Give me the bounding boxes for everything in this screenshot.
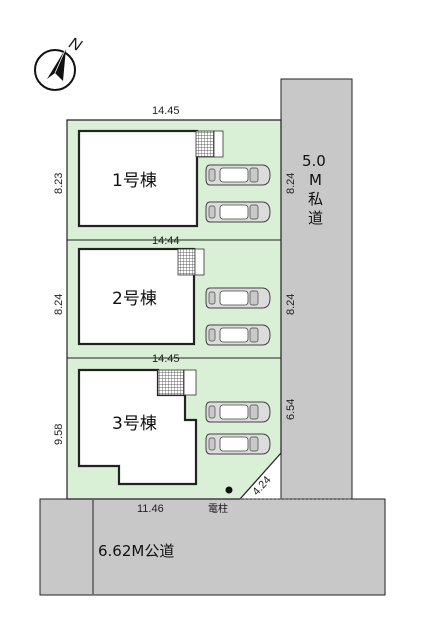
dim-divider-2-3: 14.45 <box>152 353 180 365</box>
dim-bottom-width: 11.46 <box>137 503 164 515</box>
stair-3-step <box>183 369 197 396</box>
building-2 <box>77 247 196 346</box>
stair-3 <box>157 369 185 396</box>
dim-divider-1-2: 14:44 <box>152 235 180 247</box>
dim-lot1-height: 8.23 <box>53 173 65 194</box>
private-road-unit: M <box>309 171 322 189</box>
dim-lot3-right: 6.54 <box>285 399 297 420</box>
utility-pole-marker <box>225 486 233 494</box>
utility-pole-label: 電柱 <box>208 502 228 515</box>
stair-1 <box>195 130 215 158</box>
car-icon <box>205 433 271 455</box>
car-icon <box>205 401 271 423</box>
stair-2 <box>177 248 196 276</box>
building-2-label: 2号棟 <box>112 289 157 309</box>
building-1 <box>77 129 199 228</box>
stair-2-step <box>194 248 205 276</box>
building-3-label: 3号棟 <box>112 414 157 434</box>
dim-lot2-right: 8.24 <box>285 294 297 315</box>
dim-lot1-right: 8.24 <box>285 173 297 194</box>
car-icon <box>205 164 271 186</box>
car-icon <box>205 324 271 346</box>
dim-lot3-height: 9.58 <box>53 424 65 445</box>
dim-lot2-height: 8.24 <box>53 294 65 315</box>
stair-1-step <box>213 130 224 158</box>
public-road <box>39 498 386 596</box>
dim-top-width: 14.45 <box>152 105 180 117</box>
private-road <box>280 78 353 500</box>
car-icon <box>205 287 271 309</box>
private-road-width: 5.0 <box>302 152 326 170</box>
building-1-label: 1号棟 <box>112 171 157 191</box>
public-road-label: 6.62M公道 <box>98 542 174 560</box>
private-road-label-2: 道 <box>308 209 323 227</box>
north-arrow-icon <box>34 47 76 91</box>
compass-label: N <box>66 35 84 55</box>
car-icon <box>205 201 271 223</box>
private-road-label-1: 私 <box>308 190 323 208</box>
